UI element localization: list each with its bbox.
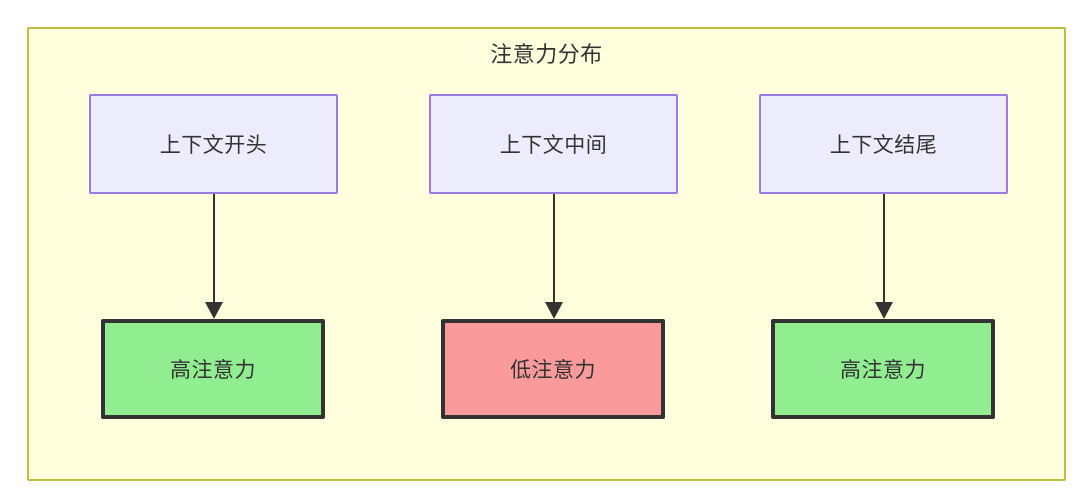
edge-context-end-to-attention	[875, 194, 893, 319]
node-attention-high-end-label: 高注意力	[840, 359, 926, 382]
diagram-column-1: 上下文开头 高注意力	[89, 29, 338, 479]
node-context-middle-label: 上下文中间	[499, 134, 608, 157]
node-attention-high-start[interactable]: 高注意力	[101, 319, 325, 419]
arrow-down-icon	[205, 302, 223, 319]
subgraph-container: 注意力分布 上下文开头 高注意力 上下文中间	[27, 27, 1066, 481]
node-attention-high-end[interactable]: 高注意力	[771, 319, 995, 419]
arrow-down-icon	[545, 302, 563, 319]
edge-line	[553, 194, 555, 305]
node-context-start-label: 上下文开头	[159, 134, 268, 157]
edge-context-middle-to-attention	[545, 194, 563, 319]
edge-line	[213, 194, 215, 305]
arrow-down-icon	[875, 302, 893, 319]
edge-context-start-to-attention	[205, 194, 223, 319]
node-context-middle[interactable]: 上下文中间	[429, 94, 678, 194]
node-attention-low-middle-label: 低注意力	[510, 359, 596, 382]
node-context-end-label: 上下文结尾	[829, 134, 938, 157]
edge-line	[883, 194, 885, 305]
subgraph-title: 注意力分布	[490, 42, 603, 67]
node-context-start[interactable]: 上下文开头	[89, 94, 338, 194]
node-context-end[interactable]: 上下文结尾	[759, 94, 1008, 194]
node-attention-low-middle[interactable]: 低注意力	[441, 319, 665, 419]
diagram-column-2: 上下文中间 低注意力	[429, 29, 678, 479]
diagram-column-3: 上下文结尾 高注意力	[759, 29, 1008, 479]
node-attention-high-start-label: 高注意力	[170, 359, 256, 382]
